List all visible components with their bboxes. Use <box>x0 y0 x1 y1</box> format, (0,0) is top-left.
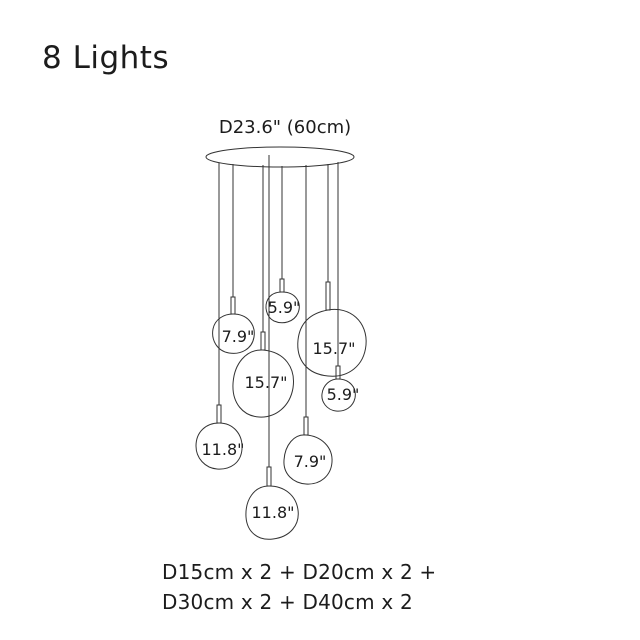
cap <box>325 281 331 311</box>
pendant-size-label: 7.9" <box>222 327 255 346</box>
globe <box>232 349 294 418</box>
globe <box>283 434 333 485</box>
globe <box>195 422 243 470</box>
cap <box>266 466 272 487</box>
cap <box>230 296 236 315</box>
globe <box>265 291 300 324</box>
pendant-size-label: 15.7" <box>245 373 288 392</box>
pendant-size-label: 7.9" <box>294 452 327 471</box>
pendant-size-label: 11.8" <box>202 440 245 459</box>
pendant-size-labels: 5.9" 7.9" 15.7" 15.7" 5.9" 11.8" 7.9" 11… <box>202 298 360 522</box>
page-title: 8 Lights <box>42 40 170 76</box>
cap <box>216 404 222 424</box>
canopy-disc <box>205 146 355 168</box>
pendant-size-label: 5.9" <box>327 385 360 404</box>
globe <box>321 378 356 412</box>
pendant-globes <box>195 291 367 540</box>
pendant-size-label: 15.7" <box>313 339 356 358</box>
cap <box>279 278 285 293</box>
pendant-size-label: 5.9" <box>268 298 301 317</box>
globe <box>297 308 367 377</box>
pendant-size-label: 11.8" <box>252 503 295 522</box>
cap <box>260 331 266 351</box>
cap <box>335 365 341 380</box>
size-summary-line-1: D15cm x 2 + D20cm x 2 + <box>162 560 437 584</box>
pendant-cords <box>218 155 339 467</box>
globe <box>245 485 299 540</box>
cap <box>303 416 309 436</box>
size-summary-line-2: D30cm x 2 + D40cm x 2 <box>162 590 413 614</box>
globe <box>212 313 255 354</box>
canopy-dimension-label: D23.6" (60cm) <box>218 117 352 138</box>
